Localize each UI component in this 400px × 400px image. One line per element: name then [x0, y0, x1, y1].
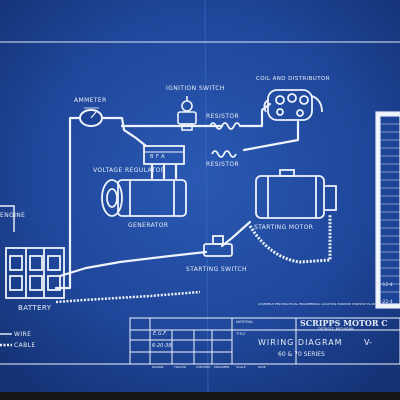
label-ignition-switch: IGNITION SWITCH — [166, 85, 225, 92]
wire-resistor-coil — [238, 102, 272, 128]
table-edge — [0, 392, 400, 400]
wiring — [54, 102, 300, 290]
fold-crease — [204, 0, 209, 393]
title-block-date: 6-20-38 — [152, 343, 172, 349]
label-regulator-terminals: B F A — [150, 154, 165, 160]
label-cable: CABLE — [14, 342, 36, 349]
label-voltage-regulator: VOLTAGE REGULATOR — [93, 167, 166, 174]
label-generator: GENERATOR — [128, 222, 169, 229]
starting-motor — [255, 169, 337, 219]
title-block-heading-checked: CHECKED — [196, 365, 211, 369]
engine-outline — [0, 205, 15, 232]
title-block-company: SCRIPPS MOTOR C — [300, 318, 388, 328]
revision-table-rules — [380, 123, 400, 293]
title-block-heading-material: MATERIAL — [236, 320, 254, 324]
ammeter — [79, 107, 103, 127]
title-block-drawing-title: WIRING DIAGRAM — [258, 338, 343, 347]
starting-switch — [203, 235, 233, 257]
title-block-drawing-suffix: V- — [364, 338, 372, 347]
battery — [5, 247, 65, 299]
label-ammeter: AMMETER — [74, 97, 107, 104]
title-block-heading-date: DATE — [258, 365, 266, 369]
wire-coil-drop — [242, 120, 300, 152]
battery-cable — [248, 215, 332, 264]
label-starting-motor: STARTING MOTOR — [254, 224, 314, 231]
title-block-heading-traced: TRACED — [174, 365, 187, 369]
wire-switch-battery — [58, 250, 208, 278]
title-block-location: DETROIT, MICHIGAN — [318, 327, 354, 331]
coil-and-distributor — [263, 89, 323, 121]
title-block-heading-title: TITLE — [236, 332, 246, 336]
revision-date-2: 6-22-4 — [378, 300, 393, 305]
label-starting-switch: STARTING SWITCH — [186, 266, 247, 273]
voltage-regulator — [143, 145, 185, 165]
revision-table — [375, 111, 400, 309]
title-block-heading-drawn: DRAWN — [152, 365, 164, 369]
resistor-lower — [211, 150, 237, 158]
ignition-switch — [177, 96, 197, 131]
title-block-heading-engineer: ENGINEER — [214, 365, 230, 369]
revision-date-1: 2-12-4 — [378, 283, 393, 288]
title-block-series: 60 & 70 SERIES — [278, 351, 325, 358]
label-engine: ENGINE — [0, 212, 26, 219]
label-resistor-top: RESISTOR — [206, 113, 240, 120]
label-coil-distributor: COIL AND DISTRIBUTOR — [256, 76, 330, 82]
wire-ammeter-battery — [54, 116, 82, 290]
ground-cable — [55, 290, 201, 304]
wire-ammeter-regulator — [100, 116, 148, 148]
label-battery: BATTERY — [18, 304, 52, 312]
title-block-heading-scale: SCALE — [236, 365, 246, 369]
label-resistor-bottom: RESISTOR — [206, 161, 240, 168]
title-block-note: ASSEMBLE PER PRACTICAL ENGINEERING LOCAT… — [258, 302, 375, 306]
resistor-upper — [209, 122, 241, 130]
label-wire: WIRE — [14, 331, 32, 338]
title-block-initials: E.G.F. — [153, 331, 168, 337]
generator — [101, 179, 187, 217]
